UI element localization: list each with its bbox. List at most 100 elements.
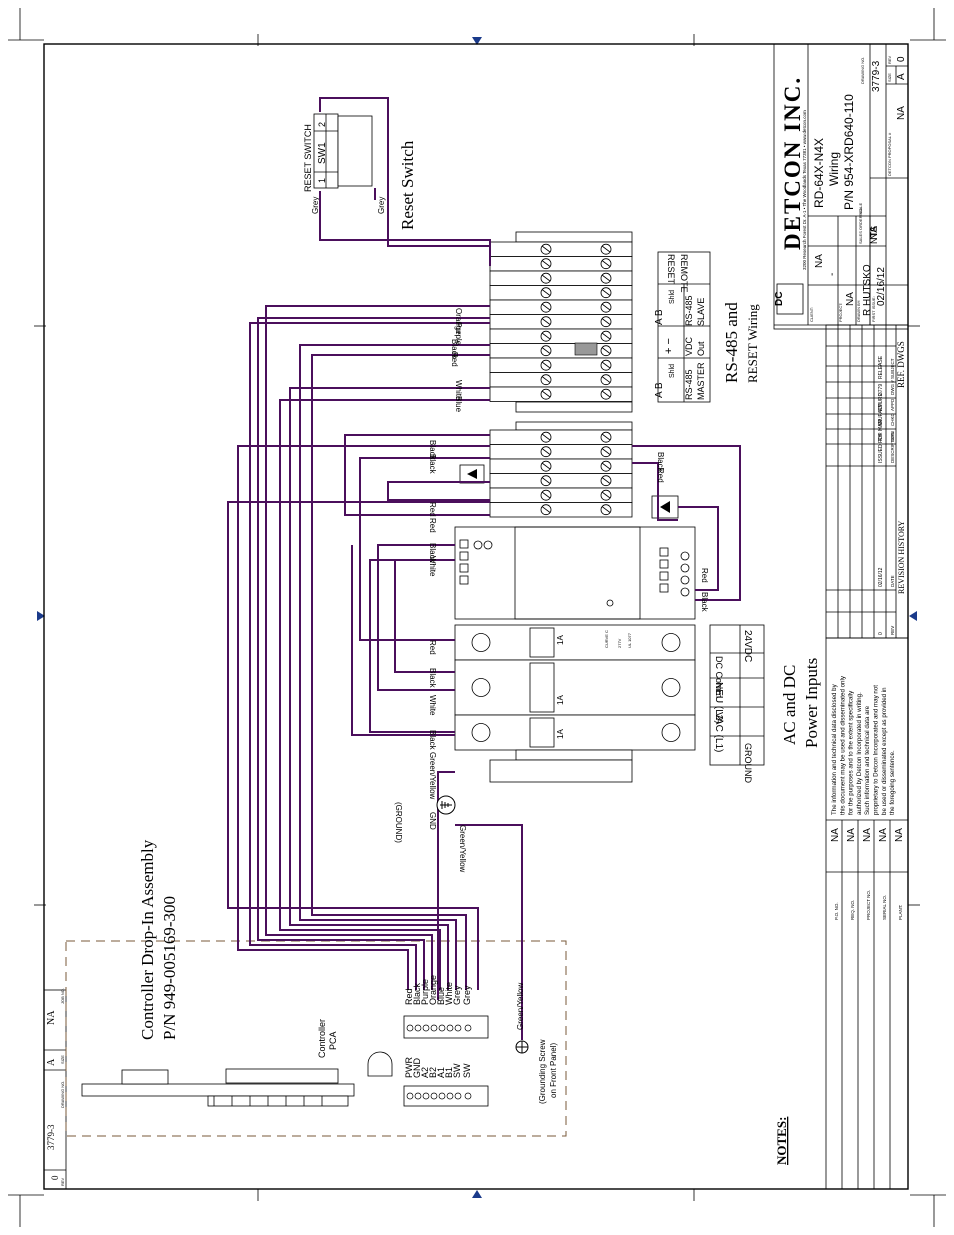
wire-black	[249, 322, 490, 990]
power-supply	[454, 526, 696, 620]
wire-orange	[265, 305, 490, 990]
po-field-value: NA	[846, 828, 857, 842]
controller-connector: RedPWRBlackGNDPurpleA2OrangeB2BlueA1Whit…	[403, 975, 489, 1107]
screw-slot	[601, 448, 611, 455]
left-title-strip: 0 3779-3 A NA DRAWING NO. SIZE REV JOB N…	[43, 988, 67, 1190]
power-supply-led	[606, 599, 614, 607]
label-out: Out	[696, 341, 706, 356]
rail-end-cap	[515, 231, 633, 243]
power-label-vac: VAC (L1)	[713, 712, 724, 752]
terminal-wire-label: Black	[428, 440, 437, 461]
left-job-label: JOB NO.	[60, 988, 65, 1004]
breaker-screw	[471, 678, 491, 697]
terminal-wire-label: Black	[450, 339, 459, 360]
client-value: NA	[814, 254, 825, 268]
screw-slot	[541, 361, 551, 369]
terminal-wire-labels: OrangePurpleBlackRedWhiteBlueBlackBlackR…	[428, 308, 463, 800]
project-label: PROJECT:	[838, 303, 843, 322]
revision-col-header: CHKD	[890, 412, 895, 426]
po-field-label: SERIAL NO.	[882, 895, 887, 920]
right-wire-label-3: Red	[700, 568, 709, 583]
po-field-label: P.O. NO.	[834, 902, 839, 920]
terminal-module	[489, 502, 633, 518]
drawing-title-1: RD-64X-N4X	[812, 138, 826, 208]
controller-pin-label: SW	[452, 1063, 462, 1078]
breaker-toggle	[529, 627, 555, 658]
drawn-by-label: DRAWN BY:	[856, 300, 861, 322]
label-rs485-slave-1: RS-485	[684, 295, 694, 326]
revision-row-value: 02/16/12	[878, 567, 884, 587]
ground-wire-label: Green/Yellow	[458, 825, 467, 873]
label-reset: RESET	[666, 254, 676, 285]
wire-green-yellow-ground	[437, 771, 455, 1000]
screw-slot	[541, 390, 551, 398]
left-job-no: NA	[46, 1010, 57, 1025]
reset-switch-pin1: 1	[317, 178, 327, 183]
grounding-screw-label-2: on Front Panel)	[549, 1043, 558, 1098]
terminal-descriptor-box	[657, 251, 711, 403]
notice-line: for the purposes and to the extent speci…	[848, 690, 855, 815]
revision-row-value: RELEASE	[878, 355, 884, 379]
header-pin	[438, 1092, 446, 1100]
po-field-label: PROJECT NO.	[866, 890, 871, 920]
project-value: NA	[845, 292, 856, 306]
terminal-wire-label: Red	[428, 518, 437, 533]
right-wire-label-2: Red	[656, 468, 665, 483]
ground-symbol	[436, 795, 456, 815]
breaker-toggle	[529, 717, 555, 748]
connector-header	[403, 1085, 489, 1107]
controller-wire-color-label: Black	[412, 982, 422, 1005]
rs485-title: RS-485 and	[722, 302, 741, 383]
screw-slot	[541, 260, 551, 267]
screw-slot	[601, 491, 611, 499]
po-field-label: REQ. NO.	[850, 900, 855, 920]
reset-switch-sw1: SW1	[317, 142, 328, 164]
screw-slot	[601, 260, 611, 267]
diode-symbol	[660, 501, 670, 513]
center-marks	[37, 37, 917, 1198]
diode-symbol	[467, 469, 477, 479]
breaker-screw	[661, 633, 681, 652]
controller-wire-color-label: Grey	[452, 985, 462, 1005]
screw-slot	[601, 274, 611, 282]
ground-terminal	[489, 759, 633, 783]
header-pin	[464, 1092, 472, 1100]
screw-slot	[601, 318, 611, 325]
connector-housing	[403, 1015, 489, 1039]
ps-terminal	[459, 539, 469, 549]
reset-switch-label: RESET SWITCH	[303, 124, 313, 192]
terminal-wire-label: White	[428, 556, 437, 577]
revision-col-header: DESCRIPTION	[890, 432, 895, 463]
ps-screw	[680, 587, 690, 597]
breaker-toggle	[529, 662, 555, 713]
controller-pin-label: GND	[412, 1058, 422, 1079]
terminal-wire-label: Black	[428, 543, 437, 564]
ps-terminal	[459, 563, 469, 573]
notes-heading: NOTES:	[774, 1117, 789, 1165]
screw-slot	[541, 462, 551, 470]
controller-wire-color-label: White	[444, 982, 454, 1005]
ps-terminal	[459, 575, 469, 585]
po-field-value: NA	[878, 828, 889, 842]
scale-value: NTS	[869, 226, 879, 244]
jumper	[574, 342, 598, 356]
header-pin	[422, 1092, 430, 1100]
connector-pin	[430, 1024, 438, 1032]
controller-assembly-pn: P/N 949-005169-300	[160, 896, 179, 1040]
wire-green-yellow-screw	[455, 824, 523, 1040]
reset-wire-grey-1: Grey	[311, 197, 320, 214]
controller-wire-color-label: Purple	[420, 979, 430, 1005]
label-rs485-master-2: MASTER	[696, 362, 706, 400]
wire-red-loop	[359, 457, 490, 641]
wire-grey-b	[311, 354, 490, 990]
screw-slot	[541, 318, 551, 325]
power-subtitle: Power Inputs	[802, 658, 821, 748]
breaker-rating-2: 1A	[556, 695, 565, 705]
right-wire-label-4: Black	[700, 592, 709, 613]
tb-size-label: SIZE	[887, 73, 892, 82]
left-size-label: SIZE	[60, 1055, 65, 1064]
wire-grey-a	[299, 344, 490, 990]
power-label-neu: NEU (L2)	[713, 682, 724, 724]
wire-black-short	[387, 481, 490, 501]
